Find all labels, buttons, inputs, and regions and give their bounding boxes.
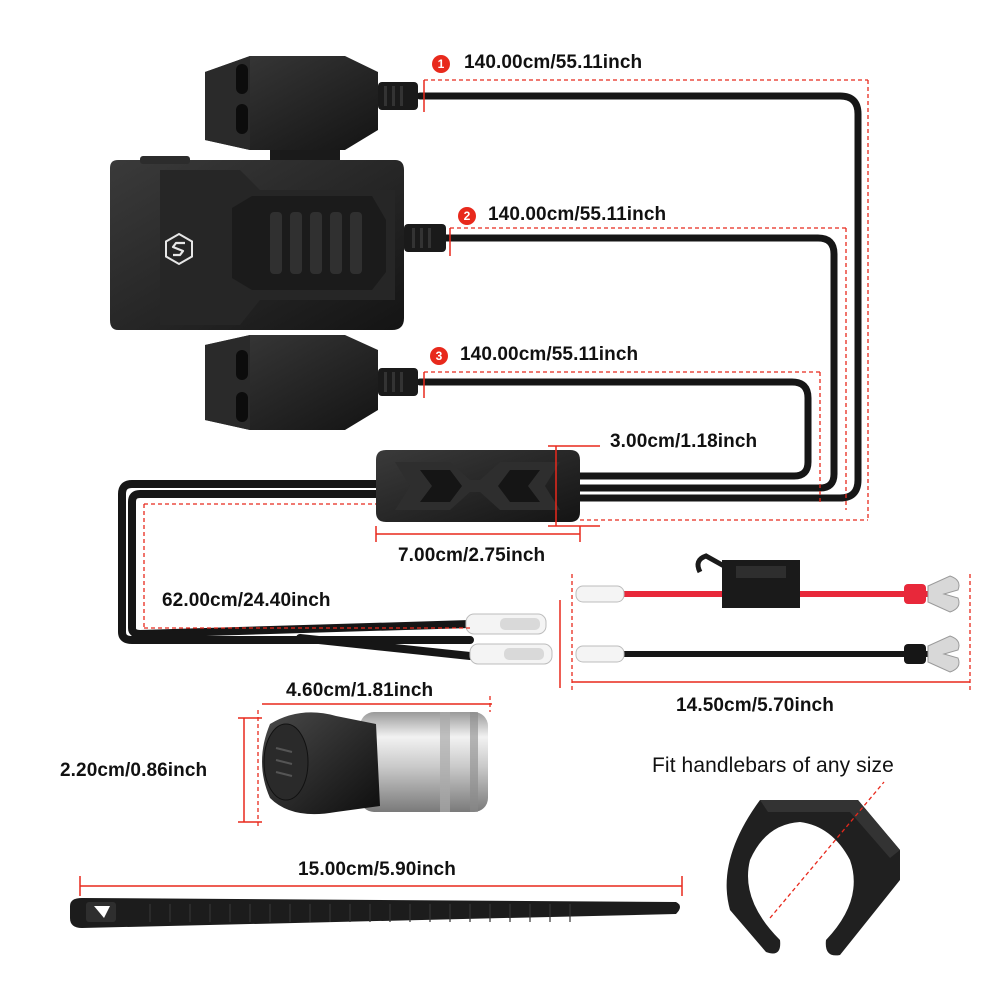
cable-3-length-label: 140.00cm/55.11inch [460, 344, 639, 365]
cable-2-length-label: 140.00cm/55.11inch [488, 204, 667, 225]
fuse-box-height-label: 3.00cm/1.18inch [610, 431, 758, 452]
battery-leads-length-label: 14.50cm/5.70inch [676, 695, 834, 716]
plug-icon [262, 712, 488, 815]
cable-2 [440, 234, 838, 492]
cable-tie-length-label: 15.00cm/5.90inch [298, 859, 456, 880]
cable-boot-3 [378, 368, 418, 396]
handlebar-mount-icon [726, 800, 900, 956]
dimension-solid-lines [79, 80, 970, 896]
cable-3-number-badge: 3 [430, 347, 448, 365]
fuse-box-width-label: 7.00cm/2.75inch [398, 545, 546, 566]
cable-2-number-badge: 2 [458, 207, 476, 225]
socket-1-body [205, 56, 378, 164]
cable-3 [416, 378, 812, 480]
cable-tie-icon [70, 898, 680, 928]
inline-box [376, 450, 580, 522]
bullet-connector-top [465, 613, 547, 635]
main-cable [118, 480, 474, 660]
bullet-connector-bottom [469, 643, 553, 665]
cable-boot-2 [404, 224, 446, 252]
cable-1 [416, 92, 862, 502]
brand-logo-icon [165, 232, 193, 266]
main-cable-length-label: 62.00cm/24.40inch [162, 590, 331, 611]
ring-terminal-icon [927, 575, 960, 613]
negative-lead [575, 635, 960, 673]
socket-3-body [205, 335, 378, 430]
cable-boot-1 [378, 82, 418, 110]
fuse-icon [695, 553, 800, 608]
plug-diameter-label: 2.20cm/0.86inch [60, 760, 208, 781]
usb-charger-body [110, 156, 404, 330]
mount-ring-caption: Fit handlebars of any size [652, 754, 894, 777]
plug-length-label: 4.60cm/1.81inch [286, 680, 434, 701]
cable-1-number-badge: 1 [432, 55, 450, 73]
cable-1-length-label: 140.00cm/55.11inch [464, 52, 643, 73]
